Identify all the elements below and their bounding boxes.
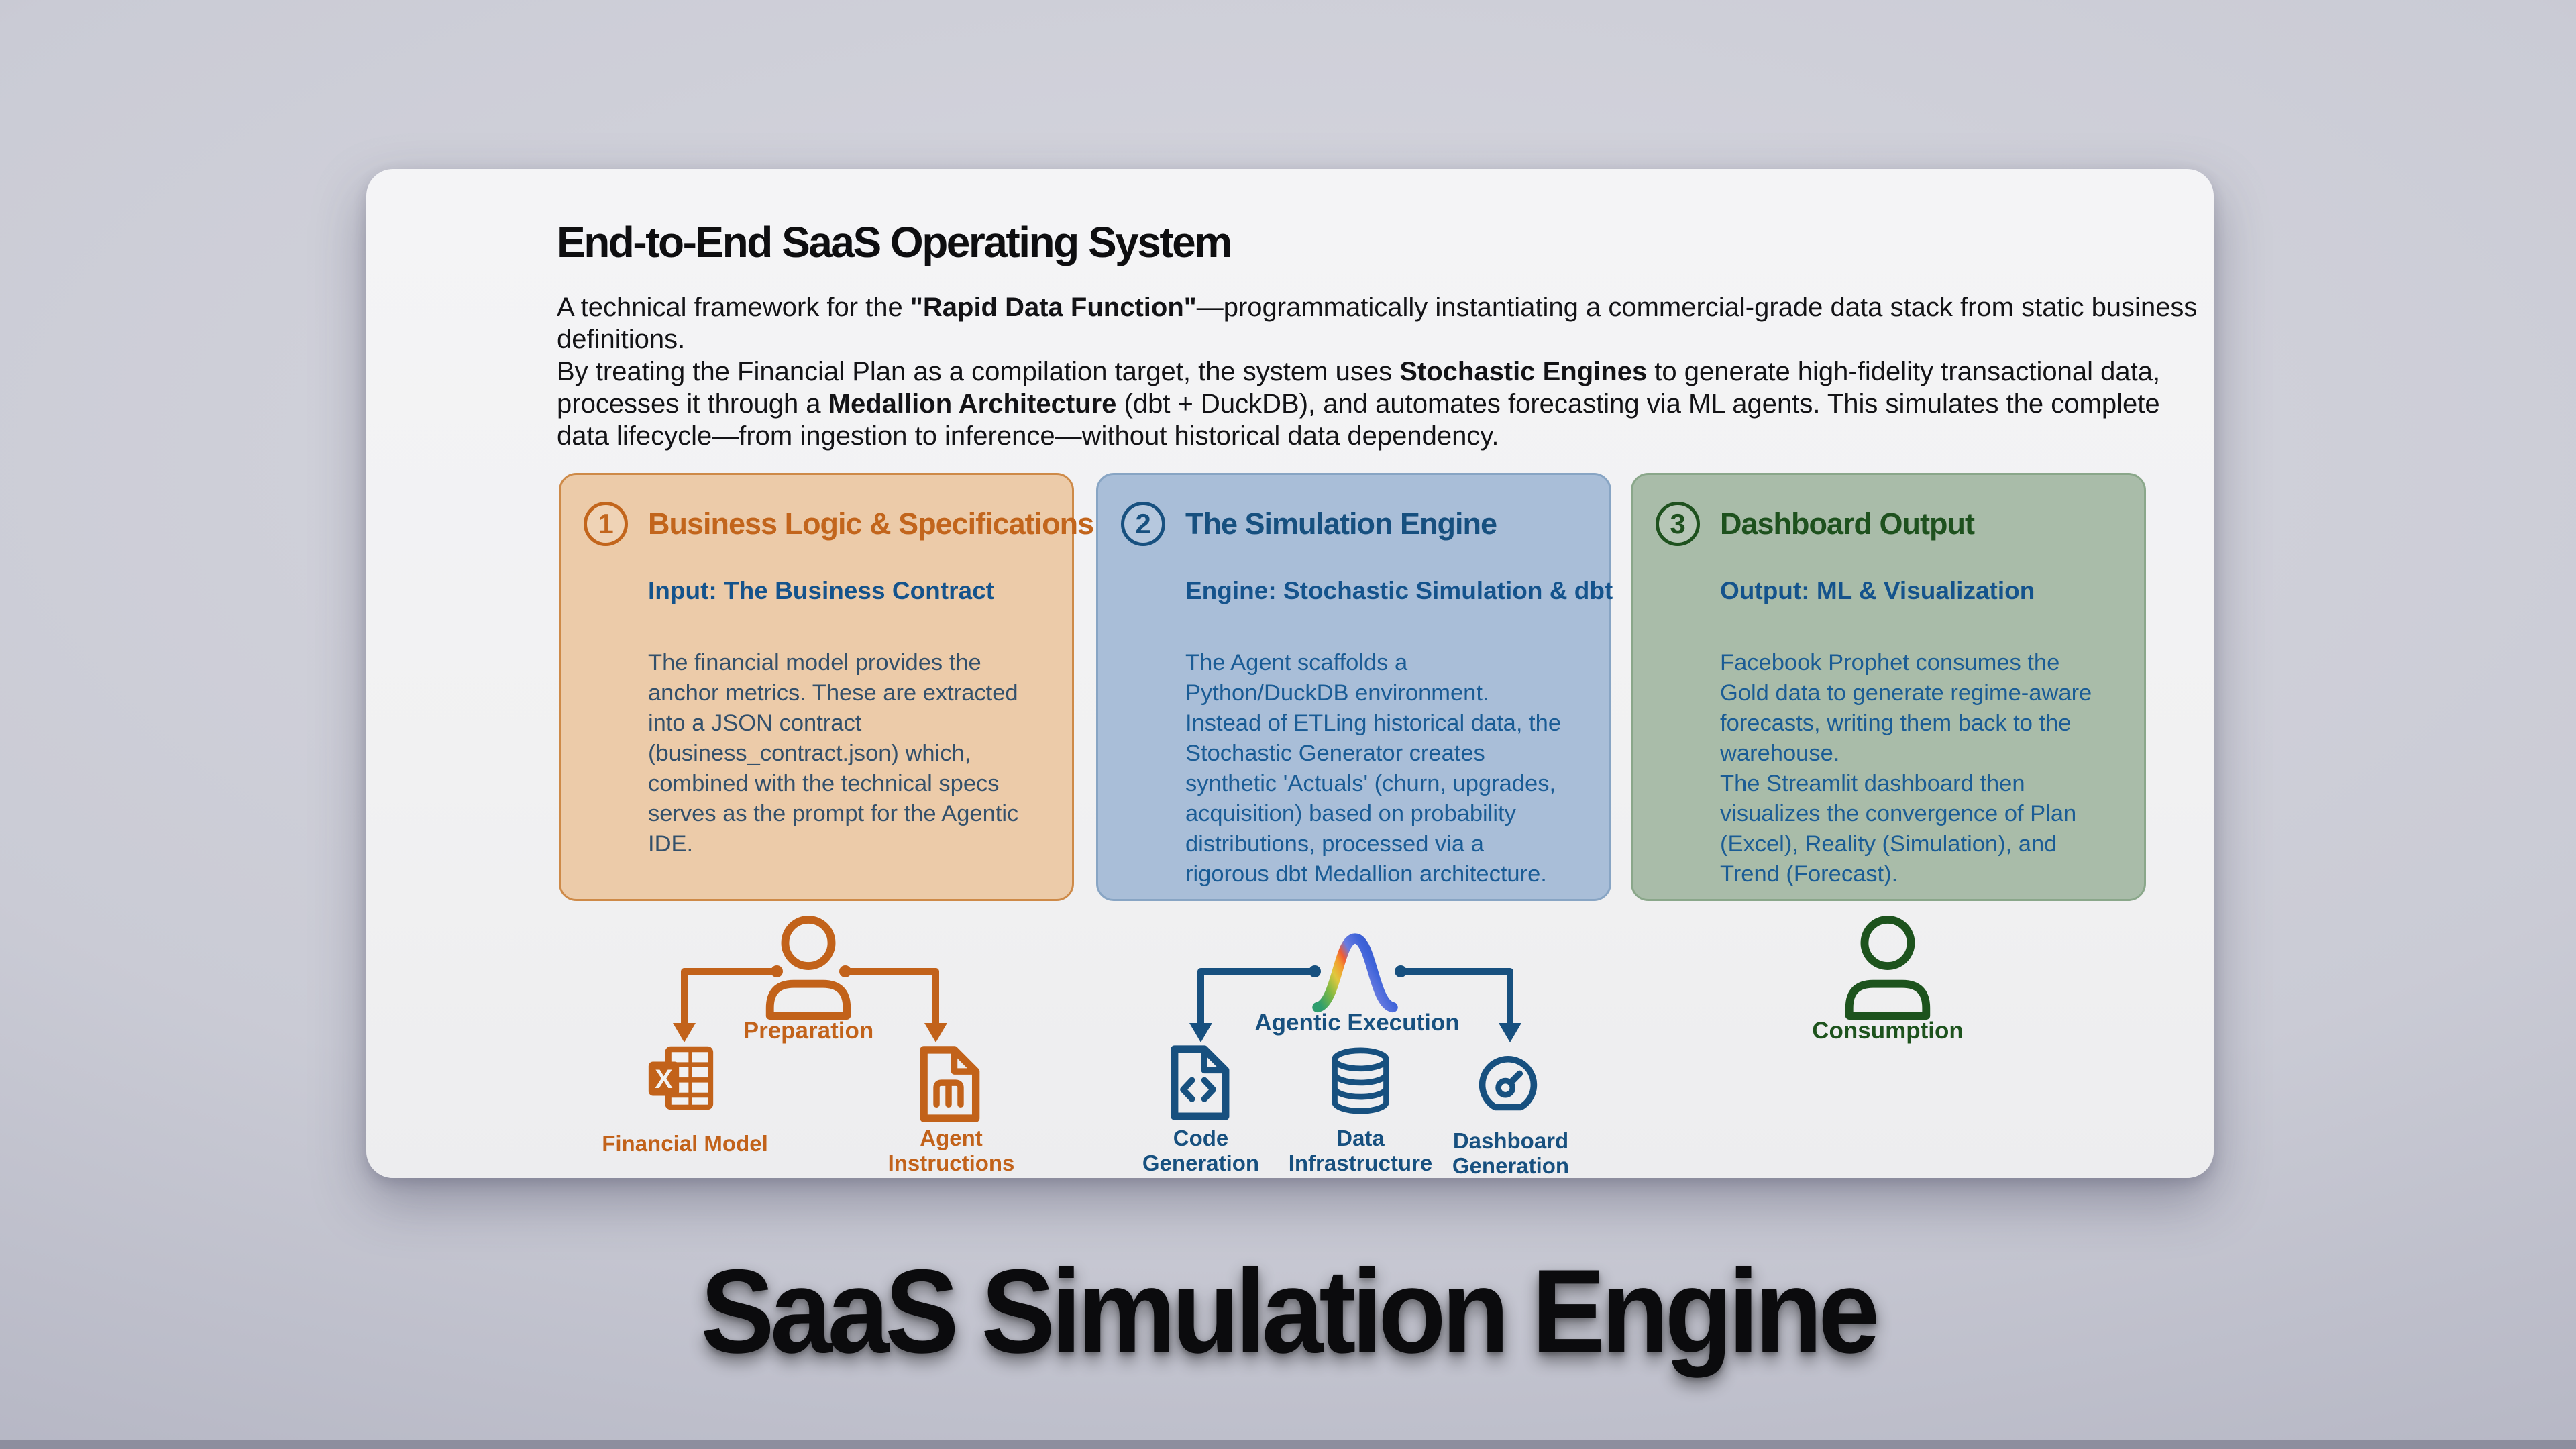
step-box-simulation-engine: 2 The Simulation Engine Engine: Stochast… <box>1096 473 1613 901</box>
intro-line-4: processes it through a Medallion Archite… <box>557 388 2167 420</box>
intro-bold-rapid-data-function: "Rapid Data Function" <box>910 292 1197 322</box>
consumer-person-icon <box>1845 916 1931 1020</box>
intro-line-5: data lifecycle—from ingestion to inferen… <box>557 421 1499 451</box>
agentic-execution-label: Agentic Execution <box>1254 1010 1460 1036</box>
excel-spreadsheet-icon: X <box>648 1046 714 1110</box>
page-title: End-to-End SaaS Operating System <box>557 218 1232 266</box>
intro-line-3: By treating the Financial Plan as a comp… <box>557 356 2167 388</box>
step-subtitle: Engine: Stochastic Simulation & dbt <box>1185 577 1613 604</box>
person-icon <box>765 916 851 1020</box>
step-number-badge: 1 <box>584 502 628 546</box>
step-box-dashboard-output: 3 Dashboard Output Output: ML & Visualiz… <box>1631 473 2146 901</box>
step-title: Business Logic & Specifications <box>648 506 1094 541</box>
svg-text:X: X <box>655 1065 673 1094</box>
step-body-text: Facebook Prophet consumes the Gold data … <box>1720 650 2092 887</box>
data-infrastructure-label: Data Infrastructure <box>1288 1126 1433 1175</box>
dashboard-generation-label: Dashboard Generation <box>1452 1128 1570 1178</box>
step-number-badge: 3 <box>1656 502 1700 546</box>
intro-text: A technical framework for the <box>557 292 910 322</box>
intro-text: —programmatically instantiating a commer… <box>1196 292 2198 322</box>
agentic-execution-bell-curve-icon <box>1312 933 1398 1013</box>
intro-line-1: A technical framework for the "Rapid Dat… <box>557 291 2197 323</box>
agent-instructions-label: Agent Instructions <box>888 1126 1015 1175</box>
step-number-badge: 2 <box>1121 502 1165 546</box>
intro-text: By treating the Financial Plan as a comp… <box>557 357 1400 386</box>
content-card: End-to-End SaaS Operating System A techn… <box>366 169 2214 1178</box>
step-box-business-logic: 1 Business Logic & Specifications Input:… <box>559 473 1094 901</box>
code-file-icon <box>1171 1045 1230 1120</box>
intro-text: processes it through a <box>557 389 828 419</box>
main-title: SaaS Simulation Engine <box>700 1244 1880 1378</box>
preparation-label: Preparation <box>743 1018 874 1044</box>
step-subtitle: Input: The Business Contract <box>648 577 994 604</box>
bottom-edge-shadow <box>0 1440 2576 1449</box>
financial-model-label: Financial Model <box>602 1131 768 1156</box>
gauge-dashboard-icon <box>1479 1056 1538 1111</box>
intro-line-2: definitions. <box>557 325 686 354</box>
preparation-branch-arrows <box>673 965 947 1042</box>
code-generation-label: Code Generation <box>1142 1126 1260 1175</box>
database-icon <box>1332 1047 1389 1114</box>
step-subtitle: Output: ML & Visualization <box>1720 577 2035 604</box>
intro-paragraphs: A technical framework for the "Rapid Dat… <box>557 291 2197 452</box>
step-title: Dashboard Output <box>1720 506 1975 541</box>
intro-bold-stochastic-engines: Stochastic Engines <box>1399 357 1648 386</box>
intro-text: (dbt + DuckDB), and automates forecastin… <box>1116 389 2160 419</box>
agentic-execution-branch-arrows <box>1189 965 1521 1042</box>
step-body-text: The financial model provides the anchor … <box>648 650 1019 857</box>
markdown-file-icon <box>920 1046 980 1122</box>
step-body-text: The Agent scaffolds a Python/DuckDB envi… <box>1185 650 1562 887</box>
intro-bold-medallion-architecture: Medallion Architecture <box>828 389 1117 419</box>
consumption-label: Consumption <box>1812 1018 1964 1044</box>
step-title: The Simulation Engine <box>1185 506 1497 541</box>
intro-text: to generate high-fidelity transactional … <box>1647 357 2161 386</box>
